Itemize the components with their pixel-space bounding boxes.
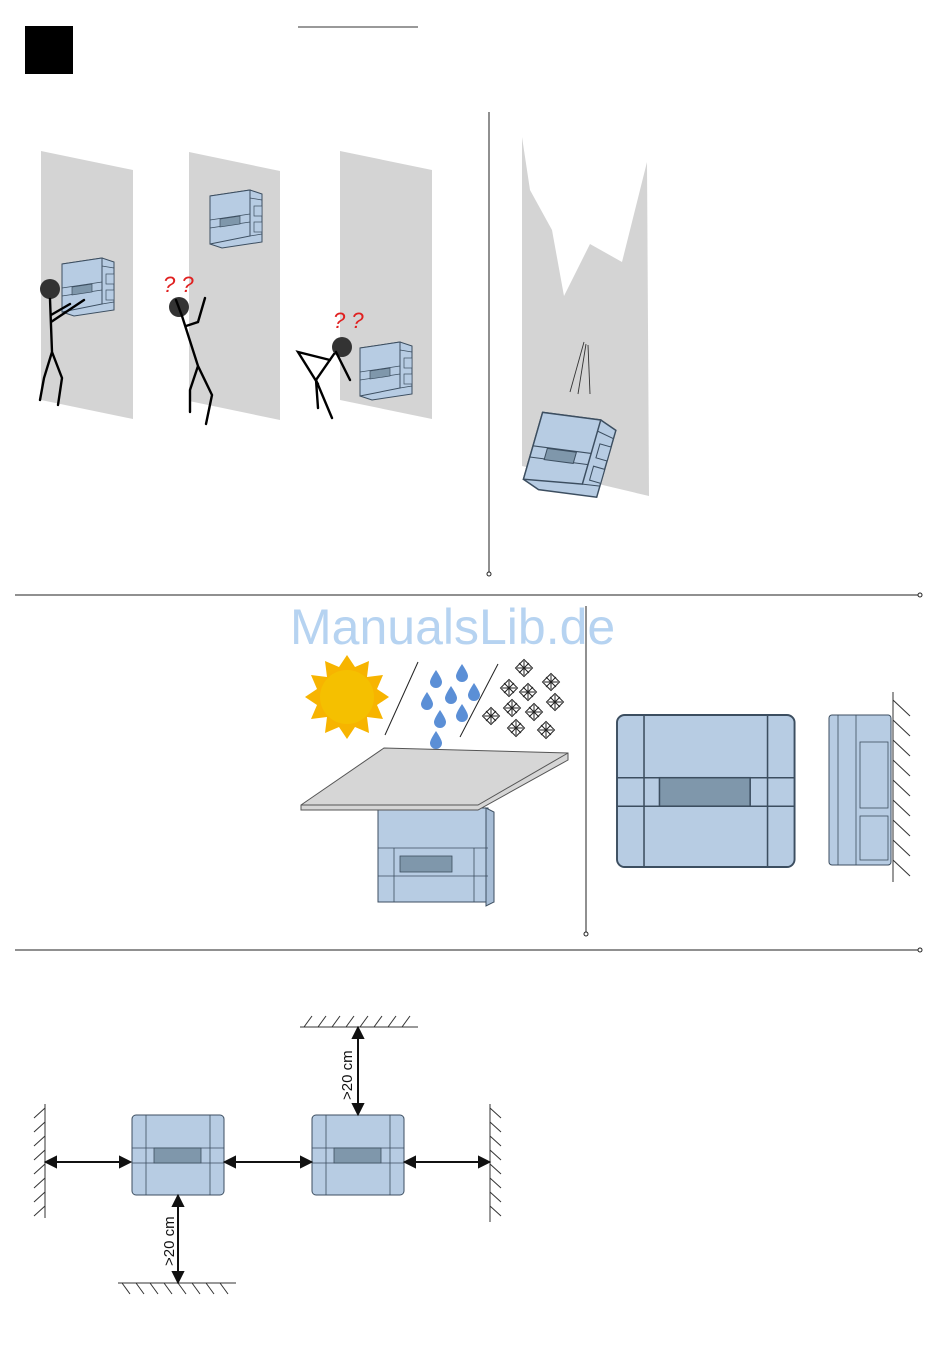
- raindrop-icon: [421, 664, 480, 749]
- device-at-eye-level: [62, 258, 114, 316]
- black-square-marker: [25, 26, 73, 74]
- device-side-view: [829, 715, 891, 865]
- device-left: [132, 1115, 224, 1195]
- device-too-low: [360, 342, 412, 400]
- watermark-text: ManualsLib.de: [290, 599, 615, 655]
- device-front-view: [617, 715, 795, 867]
- panel-weather-protection: [301, 655, 568, 906]
- separator-slash: [385, 662, 418, 735]
- device-right: [312, 1115, 404, 1195]
- double-arrow-icon: [46, 1028, 489, 1282]
- panel-mounting-height: ? ? ? ?: [40, 151, 432, 424]
- clearance-bottom-label: >20 cm: [161, 1216, 178, 1266]
- sheltered-device: [378, 808, 494, 906]
- sun-icon: [305, 655, 389, 739]
- wall-hatch-icon: [118, 1283, 236, 1294]
- panel-unstable-wall: [522, 137, 649, 506]
- device-too-high: [210, 190, 262, 248]
- question-marks: ? ?: [333, 308, 364, 333]
- roof-slab: [301, 748, 568, 810]
- clearance-top-label: >20 cm: [339, 1050, 356, 1100]
- wall-hatch-icon: [34, 1104, 45, 1218]
- wall-hatch-icon: [490, 1104, 501, 1222]
- wall-hatch-icon: [893, 692, 910, 882]
- question-marks: ? ?: [163, 272, 194, 297]
- panel-vertical-mounting: [617, 692, 910, 882]
